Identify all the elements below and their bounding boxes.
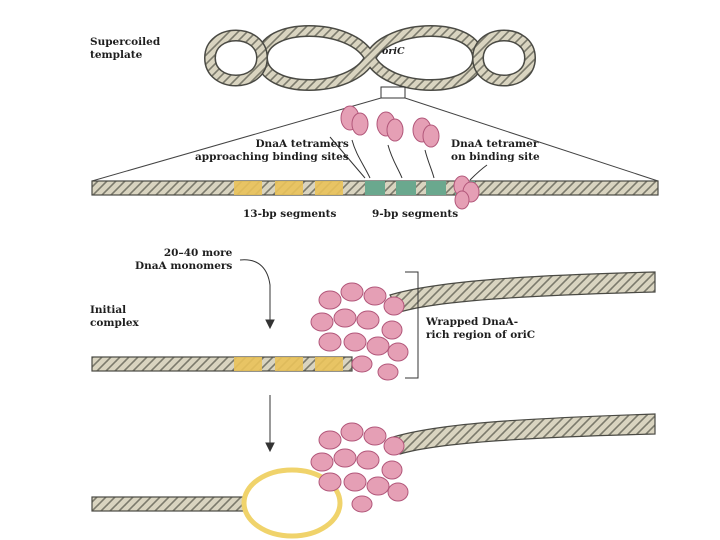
label-13bp-segments: 13-bp segments [243,208,337,220]
label-supercoiled-template: Supercoiled template [90,36,161,61]
initial-complex-row [91,271,656,381]
segment-13bp [234,181,262,195]
label-wrapped-region: Wrapped DnaA- rich region of oriC [426,316,536,341]
approach-arrows [329,136,488,181]
dnaa-tetramer-bound [453,175,480,210]
segment-9bp [365,181,385,195]
label-initial-complex: Initial complex [90,304,139,329]
wrapped-bracket [405,271,419,379]
label-oric: oriC [382,46,405,57]
open-complex-row [91,413,656,539]
label-dnaa-approaching: DnaA tetramers approaching binding sites [195,138,349,163]
dnaa-tetramer [340,105,369,136]
zoom-lines [91,97,659,182]
dnaa-cluster [310,422,409,513]
segment-13bp [315,181,343,195]
dnaa-tetramer [376,111,404,142]
dnaa-tetramers-approaching [340,105,480,210]
segment-13bp [275,181,303,195]
process-arrows [239,259,275,453]
melted-bubble [241,467,343,539]
label-9bp-segments: 9-bp segments [372,208,459,220]
segment-9bp [396,181,416,195]
label-dnaa-on-site: DnaA tetramer on binding site [451,138,540,163]
label-more-dnaa-monomers: 20–40 more DnaA monomers [135,247,233,272]
dnaa-cluster [310,282,409,381]
segment-9bp [426,181,446,195]
linear-dna-row1 [91,180,659,196]
dnaa-tetramer [412,117,440,148]
oric-box [380,86,406,99]
supercoiled-template [203,25,537,99]
